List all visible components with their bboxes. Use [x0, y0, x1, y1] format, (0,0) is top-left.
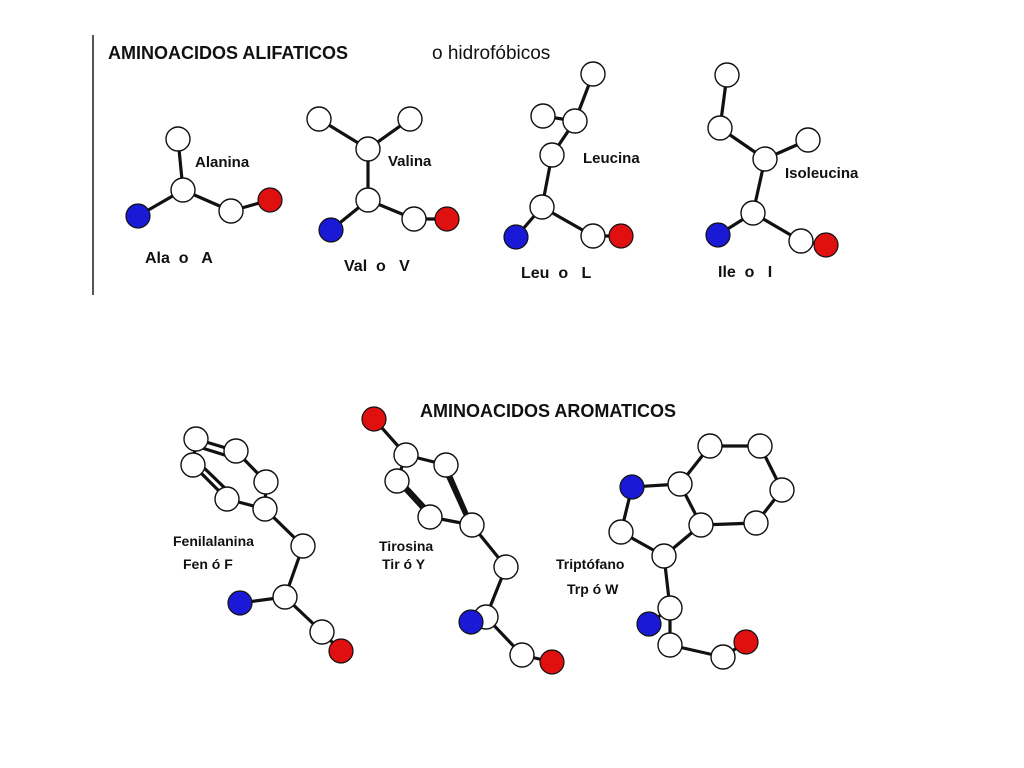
carbon-atom	[529, 194, 555, 220]
leucina-name: Leucina	[583, 150, 640, 167]
molecule-alanina	[125, 126, 283, 229]
carbon-atom	[539, 142, 565, 168]
carbon-atom	[165, 126, 191, 152]
triptofano-name: Triptófano	[556, 556, 624, 572]
nitrogen-atom	[503, 224, 529, 250]
carbon-atom	[253, 469, 279, 495]
molecule-tirosina	[361, 406, 565, 675]
carbon-atom	[743, 510, 769, 536]
carbon-atom	[433, 452, 459, 478]
carbon-atom	[608, 519, 634, 545]
panel-left-border	[92, 35, 94, 295]
nitrogen-atom	[619, 474, 645, 500]
isoleucina-name: Isoleucina	[785, 165, 859, 182]
carbon-atom	[580, 61, 606, 87]
molecule-isoleucina	[705, 62, 839, 258]
carbon-atom	[306, 106, 332, 132]
nitrogen-atom	[125, 203, 151, 229]
nitrogen-atom	[318, 217, 344, 243]
carbon-atom	[170, 177, 196, 203]
carbon-atom	[788, 228, 814, 254]
carbon-atom	[223, 438, 249, 464]
oxygen-atom	[733, 629, 759, 655]
carbon-atom	[309, 619, 335, 645]
oxygen-atom	[361, 406, 387, 432]
molecule-leucina	[503, 61, 634, 250]
carbon-atom	[384, 468, 410, 494]
carbon-atom	[697, 433, 723, 459]
carbon-atom	[580, 223, 606, 249]
leucina-code: Leu o L	[521, 265, 591, 282]
nitrogen-atom	[705, 222, 731, 248]
oxygen-atom	[328, 638, 354, 664]
carbon-atom	[272, 584, 298, 610]
alanina-code: Ala o A	[145, 250, 213, 267]
oxygen-atom	[434, 206, 460, 232]
carbon-atom	[747, 433, 773, 459]
carbon-atom	[651, 543, 677, 569]
carbon-atom	[710, 644, 736, 670]
carbon-atom	[401, 206, 427, 232]
carbon-atom	[397, 106, 423, 132]
fenilalanina-name: Fenilalanina	[173, 533, 254, 549]
carbon-atom	[214, 486, 240, 512]
alanina-name: Alanina	[195, 154, 250, 171]
carbon-atom	[393, 442, 419, 468]
triptofano-code: Trp ó W	[567, 581, 619, 597]
aromatic-title: AMINOACIDOS AROMATICOS	[420, 401, 676, 421]
carbon-atom	[493, 554, 519, 580]
oxygen-atom	[257, 187, 283, 213]
carbon-atom	[355, 136, 381, 162]
carbon-atom	[714, 62, 740, 88]
valina-code: Val o V	[344, 258, 410, 275]
valina-name: Valina	[388, 153, 432, 170]
nitrogen-atom	[636, 611, 662, 637]
carbon-atom	[688, 512, 714, 538]
carbon-atom	[417, 504, 443, 530]
carbon-atom	[752, 146, 778, 172]
carbon-atom	[509, 642, 535, 668]
carbon-atom	[355, 187, 381, 213]
carbon-atom	[795, 127, 821, 153]
carbon-atom	[290, 533, 316, 559]
tirosina-code: Tir ó Y	[382, 556, 426, 572]
carbon-atom	[218, 198, 244, 224]
carbon-atom	[562, 108, 588, 134]
carbon-atom	[707, 115, 733, 141]
carbon-atom	[667, 471, 693, 497]
carbon-atom	[252, 496, 278, 522]
tirosina-name: Tirosina	[379, 538, 433, 554]
isoleucina-code: Ile o I	[718, 264, 772, 281]
aliphatic-title: AMINOACIDOS ALIFATICOS	[108, 43, 348, 63]
nitrogen-atom	[227, 590, 253, 616]
oxygen-atom	[539, 649, 565, 675]
molecule-valina	[306, 106, 460, 243]
carbon-atom	[183, 426, 209, 452]
carbon-atom	[769, 477, 795, 503]
oxygen-atom	[813, 232, 839, 258]
carbon-atom	[530, 103, 556, 129]
molecule-fenilalanina	[180, 426, 354, 664]
carbon-atom	[657, 632, 683, 658]
carbon-atom	[657, 595, 683, 621]
carbon-atom	[180, 452, 206, 478]
carbon-atom	[459, 512, 485, 538]
aliphatic-subtitle: o hidrofóbicos	[432, 43, 550, 64]
oxygen-atom	[608, 223, 634, 249]
molecule-triptofano	[608, 433, 795, 670]
fenilalanina-code: Fen ó F	[183, 556, 233, 572]
carbon-atom	[740, 200, 766, 226]
nitrogen-atom	[458, 609, 484, 635]
